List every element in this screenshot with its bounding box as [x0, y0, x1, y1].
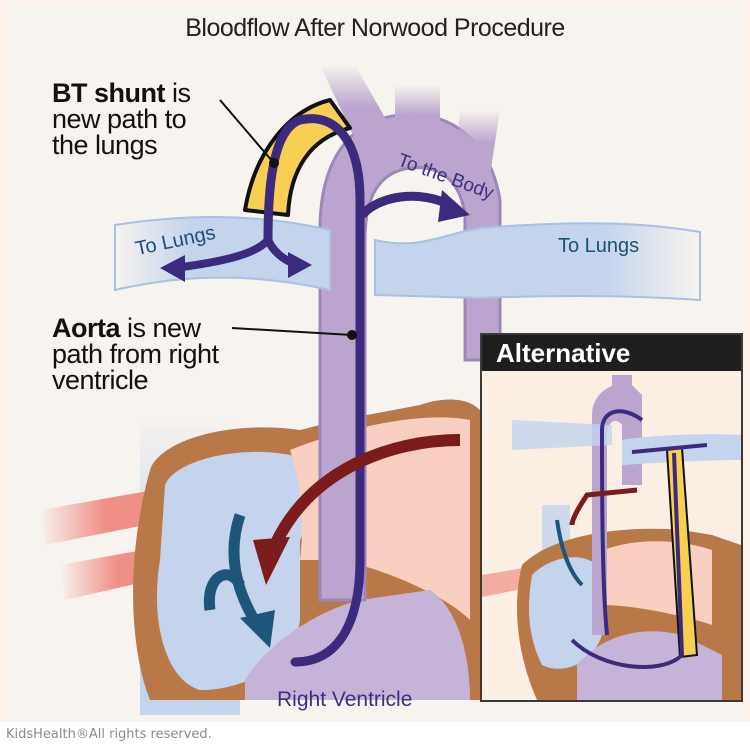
aorta-branch-2: [395, 85, 440, 145]
aorta-branch-1: [320, 65, 395, 150]
heart-illustration: [40, 65, 701, 715]
alternative-inset: Alternative: [480, 333, 743, 702]
flow-arrow-body: [358, 191, 453, 219]
bt-shunt-label-bold: BT shunt: [52, 78, 165, 108]
right-ventricle-label: Right Ventricle: [277, 688, 413, 711]
diagram-title: Bloodflow After Norwood Procedure: [185, 14, 565, 42]
bt-shunt-label-line3: the lungs: [52, 130, 158, 160]
alternative-illustration: [482, 375, 741, 700]
alternative-title: Alternative: [496, 338, 631, 368]
aorta-leader: [231, 327, 353, 336]
aorta-branch-3: [455, 110, 500, 175]
aorta-label: Aorta is new path from right ventricle: [52, 313, 219, 395]
pulmonary-vein-left: [40, 488, 170, 545]
flow-arrowhead-body: [438, 190, 470, 222]
aorta-label-rest: is new: [120, 313, 201, 343]
bt-shunt-label-line2: new path to: [52, 104, 187, 134]
copyright-credit: KidsHealth®All rights reserved.: [6, 727, 212, 742]
aorta-leader-dot: [347, 330, 357, 340]
to-lungs-right-label: To Lungs: [558, 235, 640, 257]
oxygenated-arrowhead: [253, 537, 290, 585]
bt-shunt-leader: [219, 99, 274, 163]
oxygenated-flow-arrow: [269, 434, 461, 548]
right-ventricle: [245, 590, 470, 700]
bt-shunt-label: BT shunt is new path to the lungs: [52, 78, 191, 160]
pulmonary-artery-right: [374, 222, 701, 302]
bt-shunt-leader-dot: [269, 158, 279, 168]
flow-arrowhead-lungs-right: [288, 252, 312, 278]
aorta-label-line2: path from right: [52, 339, 219, 369]
aorta-label-line3: ventricle: [52, 365, 149, 395]
aorta-label-bold: Aorta: [52, 313, 121, 343]
bt-shunt-label-rest: is: [164, 78, 191, 108]
alternative-header: Alternative: [482, 335, 741, 371]
flow-arrowhead-lungs-left: [160, 255, 185, 282]
deoxygenated-arrowhead: [240, 610, 275, 648]
